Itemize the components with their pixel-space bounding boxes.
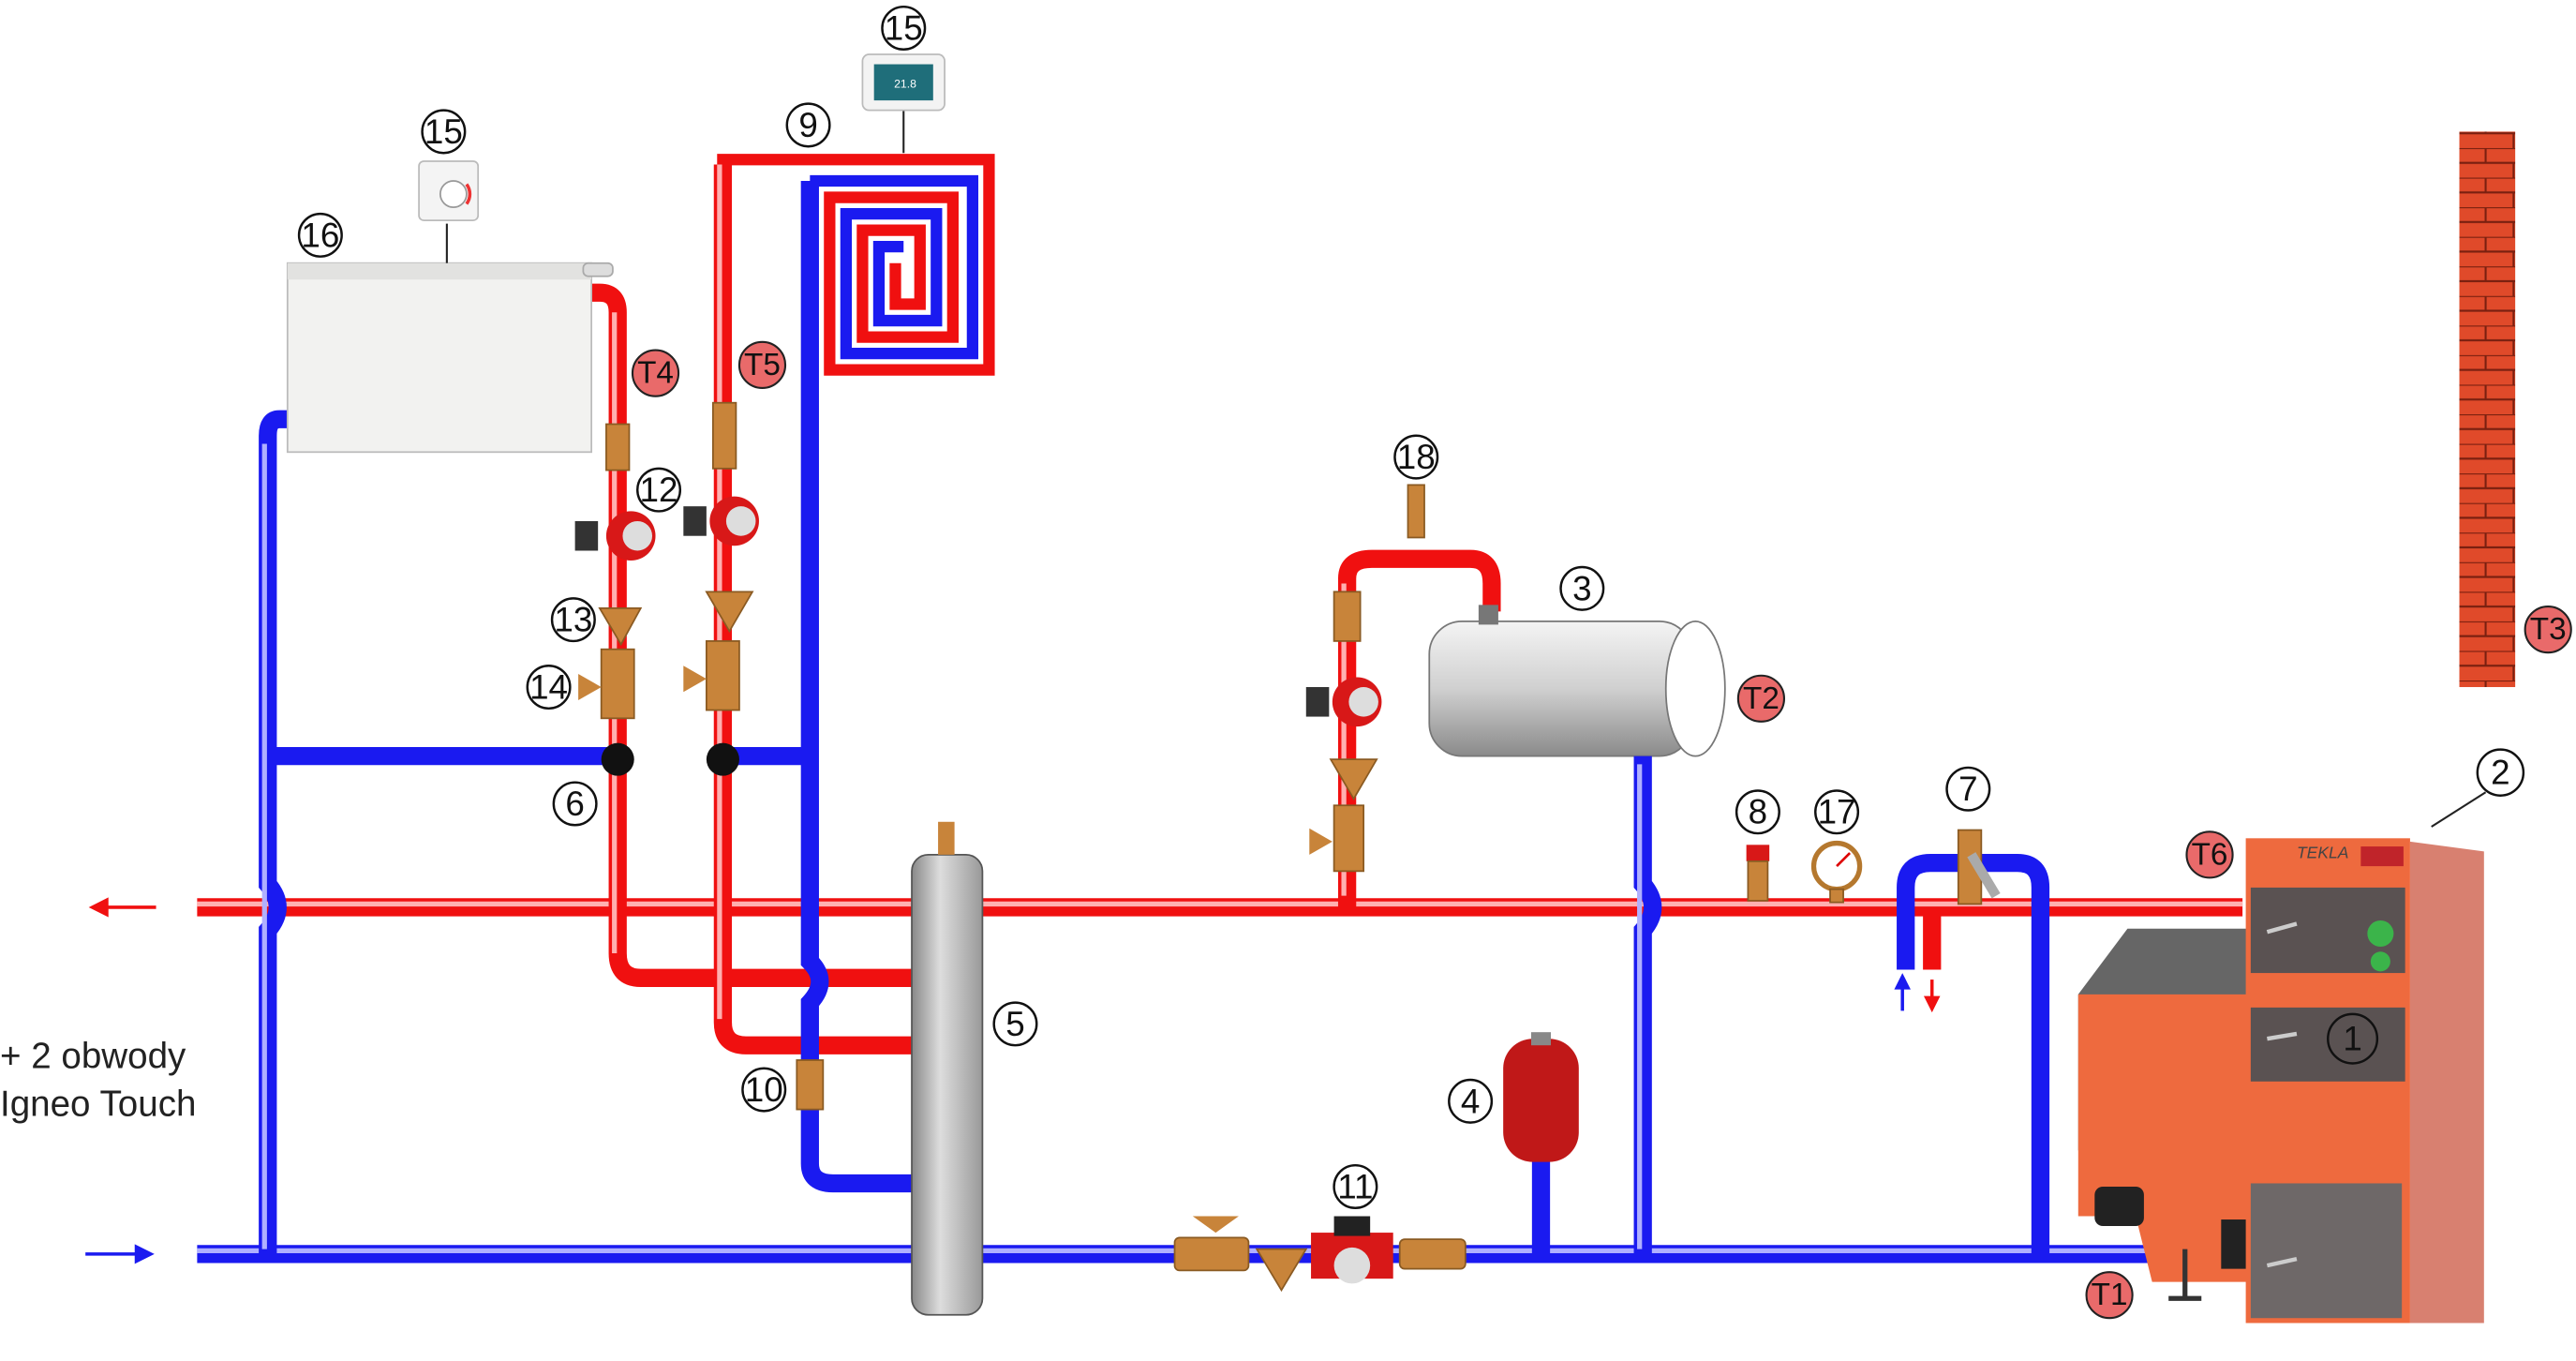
svg-text:4: 4 (1461, 1082, 1480, 1120)
callout-18: 18 (1393, 434, 1439, 480)
sensor-t1: T1 (2085, 1271, 2134, 1320)
svg-text:12: 12 (640, 471, 678, 509)
fitting-10 (796, 1059, 825, 1111)
callout-8: 8 (1735, 789, 1780, 835)
boiler: TEKLA (2077, 838, 2484, 1324)
air-vent (1407, 484, 1425, 539)
svg-text:6: 6 (565, 785, 584, 823)
callout-13: 13 (550, 597, 596, 643)
sensor-t6: T6 (2185, 830, 2234, 879)
callout-17: 17 (1814, 789, 1860, 835)
touch-thermostat[interactable]: 21.8 (861, 53, 946, 112)
svg-text:16: 16 (301, 216, 339, 254)
tank-return-pipe (1633, 755, 1662, 1254)
callout-15-room: 15 (421, 109, 467, 155)
floor-return-pipe (722, 181, 913, 1193)
svg-text:5: 5 (1005, 1005, 1024, 1043)
controller-leader (2431, 791, 2487, 828)
svg-text:1: 1 (2343, 1020, 2361, 1058)
sensor-t4: T4 (631, 349, 680, 397)
svg-text:3: 3 (1572, 569, 1591, 607)
callout-11: 11 (1333, 1163, 1378, 1210)
floor-pump-group (683, 401, 759, 776)
svg-text:13: 13 (554, 601, 592, 639)
extra-circuits-line2: Igneo Touch (0, 1084, 196, 1125)
callout-7: 7 (1945, 766, 1991, 812)
svg-text:9: 9 (798, 106, 817, 144)
callout-2: 2 (2476, 748, 2525, 797)
main-supply-pipe (197, 898, 2243, 917)
callout-5: 5 (992, 1001, 1038, 1047)
hydraulic-separator (911, 821, 984, 1316)
svg-text:15: 15 (424, 112, 463, 151)
extra-circuits-line1: + 2 obwody (0, 1037, 186, 1077)
callout-10: 10 (741, 1067, 787, 1113)
svg-text:T3: T3 (2530, 612, 2567, 647)
callout-14: 14 (526, 664, 572, 710)
thermostat-temperature: 21.8 (894, 78, 916, 91)
svg-text:11: 11 (1337, 1167, 1373, 1205)
floor-heating-loop (717, 154, 995, 376)
hot-water-tank (1428, 605, 1726, 757)
room-thermostat[interactable] (418, 160, 480, 221)
svg-text:17: 17 (1818, 793, 1856, 831)
svg-text:18: 18 (1397, 438, 1436, 476)
svg-text:8: 8 (1749, 793, 1767, 831)
sensor-t2: T2 (1736, 674, 1786, 723)
boiler-brand-logo: TEKLA (2297, 843, 2349, 861)
radiator-pump-group (574, 423, 656, 776)
svg-text:7: 7 (1958, 770, 1977, 808)
svg-text:T2: T2 (1743, 681, 1779, 716)
boiler-loop-pipes (1897, 829, 2050, 1254)
expansion-vessel (1503, 1032, 1579, 1162)
svg-text:15: 15 (885, 8, 923, 47)
callout-3: 3 (1559, 565, 1605, 611)
sensor-t5: T5 (737, 340, 787, 389)
sensor-t3: T3 (2524, 606, 2572, 654)
callout-15-touch: 15 (881, 5, 927, 52)
outdoor-wall (2459, 131, 2516, 688)
callout-16: 16 (297, 212, 343, 258)
svg-text:T1: T1 (2092, 1278, 2128, 1312)
callout-12: 12 (636, 467, 682, 513)
svg-text:T6: T6 (2192, 837, 2228, 872)
safety-valve (1746, 845, 1770, 902)
radiator-supply-pipe (591, 283, 913, 987)
return-in-arrow (85, 1244, 155, 1264)
svg-text:T4: T4 (637, 356, 674, 391)
main-pump-group (1173, 1216, 1467, 1293)
radiator (286, 262, 614, 454)
callout-4: 4 (1448, 1078, 1494, 1124)
svg-text:2: 2 (2491, 754, 2509, 792)
flow-arrows (1894, 973, 1941, 1013)
svg-text:10: 10 (745, 1070, 783, 1109)
callout-1: 1 (2327, 1012, 2379, 1065)
callout-9: 9 (785, 102, 831, 148)
svg-text:T5: T5 (744, 348, 781, 382)
tank-pump-group (1305, 591, 1382, 873)
svg-text:14: 14 (529, 668, 568, 707)
supply-out-arrow (88, 897, 156, 918)
radiator-return-pipe (259, 410, 617, 1254)
callout-6: 6 (552, 781, 598, 827)
manometer (1810, 840, 1863, 904)
